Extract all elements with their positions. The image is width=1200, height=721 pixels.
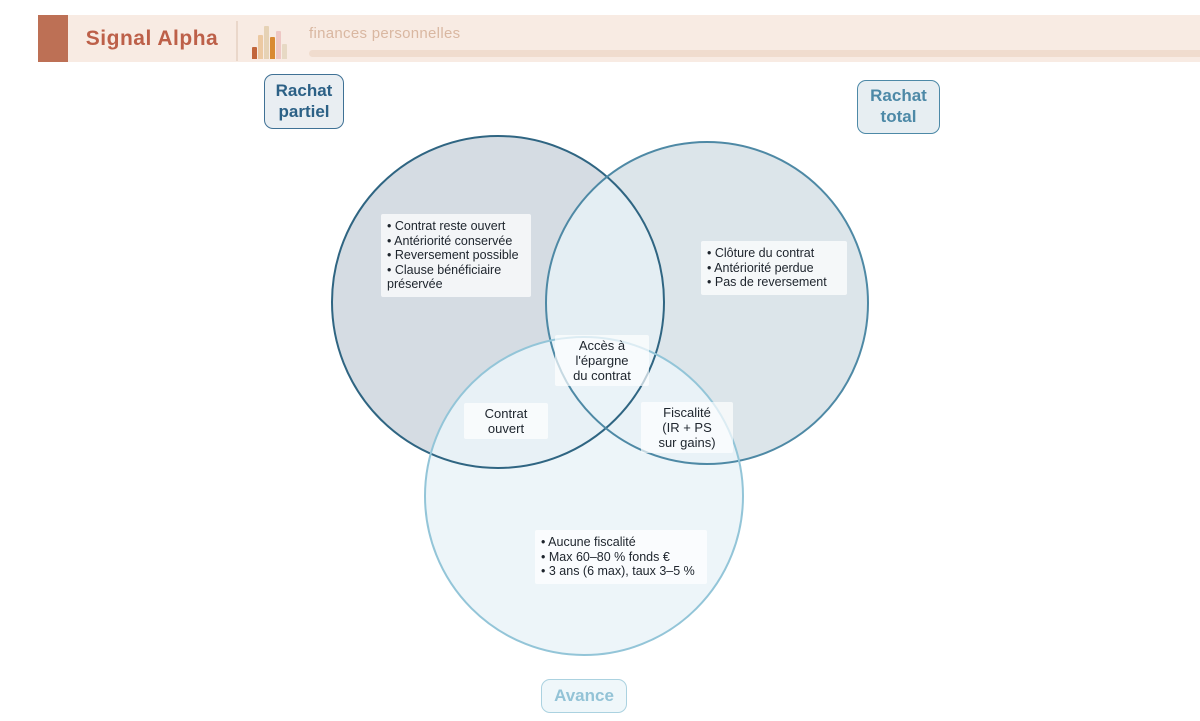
overlap-line: sur gains) xyxy=(658,435,716,450)
note-item: 3 ans (6 max), taux 3–5 % xyxy=(541,564,701,579)
note-rachat-total: Clôture du contrat Antériorité perdue Pa… xyxy=(701,241,847,295)
note-item: Pas de reversement xyxy=(707,275,841,290)
topic-underline xyxy=(309,50,1200,57)
topic-text: finances personnelles xyxy=(309,25,461,42)
badge-rachat-total: Rachat total xyxy=(857,80,940,134)
overlap-line: Fiscalité xyxy=(663,405,711,420)
overlap-line: Contrat xyxy=(484,406,528,421)
note-item: Antériorité perdue xyxy=(707,261,841,276)
app-header: Signal Alpha finances personnelles xyxy=(38,15,1200,62)
note-item: Antériorité conservée xyxy=(387,234,525,249)
circle-rachat-total-border xyxy=(545,141,869,465)
overlap-line: l'épargne xyxy=(575,353,629,368)
bar-chart-icon xyxy=(252,25,287,59)
overlap-label-center: Accès à l'épargne du contrat xyxy=(555,335,649,386)
note-avance: Aucune fiscalité Max 60–80 % fonds € 3 a… xyxy=(535,530,707,584)
venn-diagram: Rachat partiel Rachat total Avance Contr… xyxy=(0,62,1200,721)
note-item: Max 60–80 % fonds € xyxy=(541,550,701,565)
note-rachat-partiel: Contrat reste ouvert Antériorité conserv… xyxy=(381,214,531,297)
overlap-line: ouvert xyxy=(487,421,525,436)
header-band: Signal Alpha finances personnelles xyxy=(68,15,1200,62)
note-item: Clôture du contrat xyxy=(707,246,841,261)
circle-rachat-partiel-border xyxy=(331,135,665,469)
badge-avance: Avance xyxy=(541,679,627,713)
header-divider xyxy=(236,20,238,61)
overlap-label-partiel-avance: Contrat ouvert xyxy=(464,403,548,439)
overlap-line: Accès à xyxy=(578,338,626,353)
overlap-label-total-avance: Fiscalité (IR + PS sur gains) xyxy=(641,402,733,453)
overlap-line: (IR + PS xyxy=(662,420,712,435)
topic-field[interactable]: finances personnelles xyxy=(309,15,1200,62)
note-item: Reversement possible xyxy=(387,248,525,263)
overlap-line: du contrat xyxy=(573,368,631,383)
brand-title: Signal Alpha xyxy=(85,26,219,50)
note-item: Clause bénéficiaire préservée xyxy=(387,263,525,292)
note-item: Contrat reste ouvert xyxy=(387,219,525,234)
venn-circles xyxy=(331,135,869,656)
header-accent-block xyxy=(38,15,68,62)
note-item: Aucune fiscalité xyxy=(541,535,701,550)
badge-rachat-partiel: Rachat partiel xyxy=(264,74,344,129)
